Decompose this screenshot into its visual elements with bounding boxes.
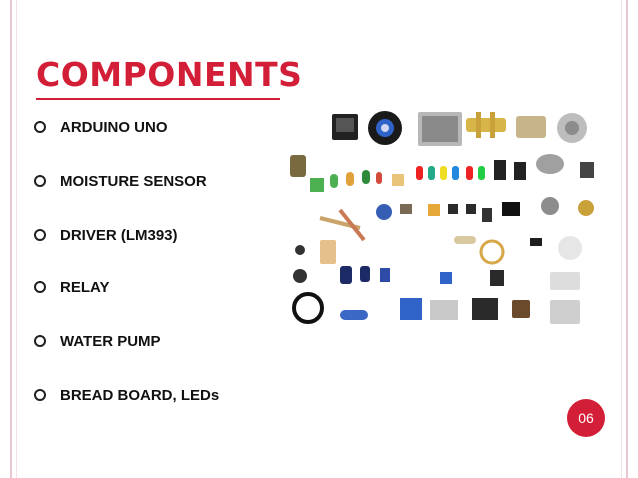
bullet-item: ARDUINO UNO — [34, 112, 284, 142]
bullet-ring-icon — [34, 229, 46, 241]
bullet-ring-icon — [34, 121, 46, 133]
title-underline — [36, 98, 280, 100]
bullet-text: ARDUINO UNO — [60, 118, 168, 136]
bullet-item: DRIVER (LM393) — [34, 220, 284, 250]
bullet-ring-icon — [34, 335, 46, 347]
bullet-ring-icon — [34, 175, 46, 187]
components-photo — [280, 100, 620, 340]
bullet-item: MOISTURE SENSOR — [34, 166, 284, 196]
bullet-ring-icon — [34, 389, 46, 401]
bullet-text: RELAY — [60, 278, 110, 296]
bullet-item: WATER PUMP — [34, 326, 284, 356]
bullet-text: BREAD BOARD, LEDs — [60, 386, 220, 404]
slide-border-left — [10, 0, 12, 478]
bullet-text: MOISTURE SENSOR — [60, 172, 207, 190]
page-number-badge: 06 — [567, 399, 605, 437]
bullet-ring-icon — [34, 281, 46, 293]
slide-border-left-inner — [16, 0, 17, 478]
bullet-item: RELAY — [34, 272, 284, 302]
page-number: 06 — [578, 410, 594, 426]
bullet-item: BREAD BOARD, LEDs — [34, 380, 284, 410]
slide-border-right-inner — [621, 0, 622, 478]
bullet-text: DRIVER (LM393) — [60, 226, 178, 244]
slide-border-right — [626, 0, 628, 478]
bullet-text: WATER PUMP — [60, 332, 161, 350]
slide-title: COMPONENTS — [36, 55, 303, 94]
